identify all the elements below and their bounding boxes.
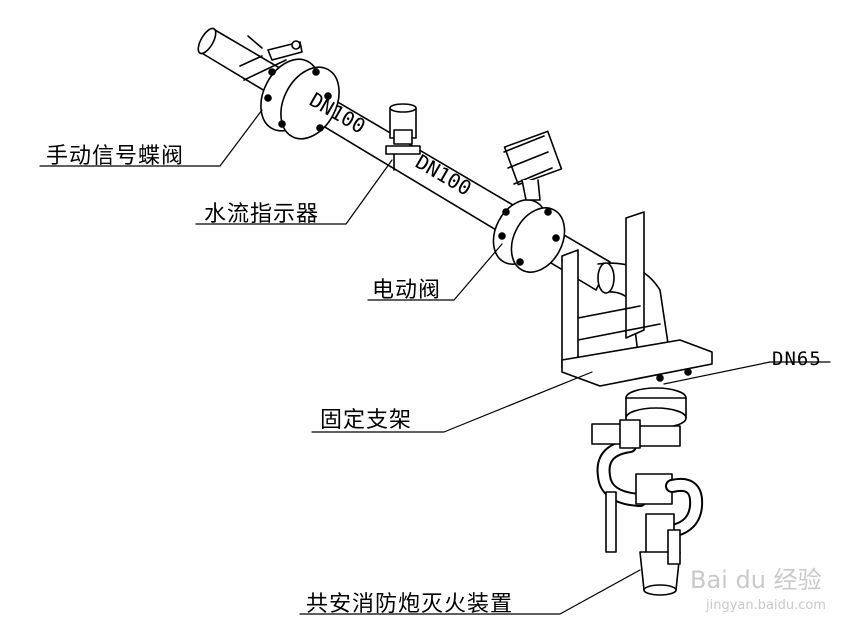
- dn65-flange: [625, 387, 687, 447]
- leader-dn65: [663, 361, 831, 385]
- fixed-bracket: [561, 211, 713, 387]
- watermark-url: jingyan.baidu.com: [706, 598, 826, 613]
- label-dn65: DN65: [772, 348, 822, 370]
- leader-manual-valve: [39, 109, 263, 167]
- leader-device: [299, 569, 641, 615]
- leader-bracket: [311, 371, 593, 433]
- electric-valve: [492, 130, 566, 273]
- manual-butterfly-valve: [239, 35, 340, 140]
- label-device: 共安消防炮灭火装置: [306, 592, 514, 617]
- leader-flow-indicator: [195, 159, 393, 225]
- leader-electric-valve: [367, 243, 503, 301]
- label-manual-valve: 手动信号蝶阀: [46, 144, 185, 169]
- watermark-brand: Bai du 经验: [690, 566, 822, 594]
- fire-cannon-device: [591, 419, 704, 596]
- water-flow-indicator: [385, 103, 421, 171]
- leader-lines: [39, 109, 831, 615]
- label-electric-valve: 电动阀: [372, 278, 442, 303]
- label-bracket: 固定支架: [320, 408, 413, 433]
- label-flow-indicator: 水流指示器: [204, 202, 320, 227]
